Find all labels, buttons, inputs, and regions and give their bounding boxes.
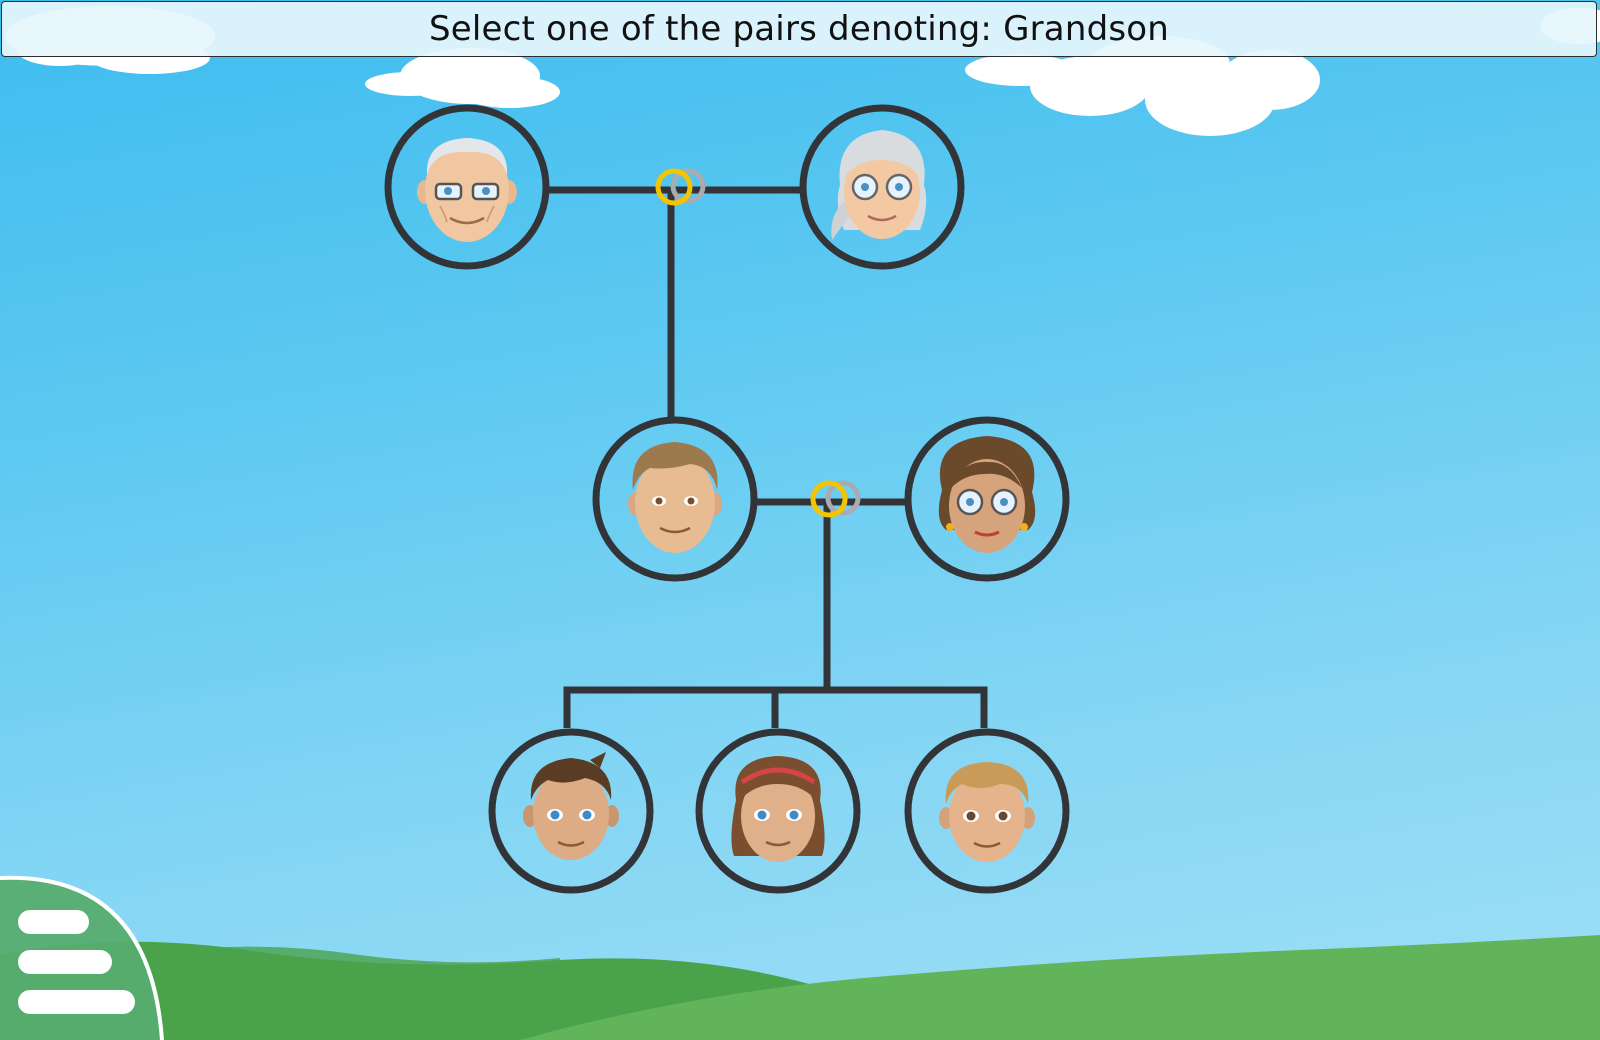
- person-father[interactable]: [592, 416, 758, 582]
- person-son[interactable]: [488, 728, 654, 894]
- prompt-text: Select one of the pairs denoting: Grands…: [428, 9, 1170, 49]
- menu-bar: [18, 990, 135, 1014]
- younger-son-icon: [939, 762, 1035, 862]
- daughter-icon: [731, 756, 825, 862]
- person-grandmother[interactable]: [799, 104, 965, 270]
- person-daughter[interactable]: [695, 728, 861, 894]
- clouds: [5, 6, 1600, 136]
- wedding-rings-icon: [655, 168, 706, 206]
- father-icon: [628, 442, 722, 553]
- person-younger-son[interactable]: [904, 728, 1070, 894]
- grass-hills: [0, 935, 1600, 1040]
- person-grandfather[interactable]: [384, 104, 550, 270]
- menu-bar: [18, 910, 89, 934]
- menu-button[interactable]: [0, 876, 165, 1040]
- person-mother[interactable]: [904, 416, 1070, 582]
- son-icon: [523, 752, 619, 860]
- grandfather-icon: [417, 138, 517, 242]
- grandmother-icon: [831, 130, 927, 240]
- mother-icon: [938, 436, 1036, 553]
- wedding-rings-icon: [810, 480, 861, 518]
- menu-bar: [18, 950, 112, 974]
- prompt-banner: Select one of the pairs denoting: Grands…: [1, 1, 1597, 57]
- tree-connectors: [545, 186, 988, 728]
